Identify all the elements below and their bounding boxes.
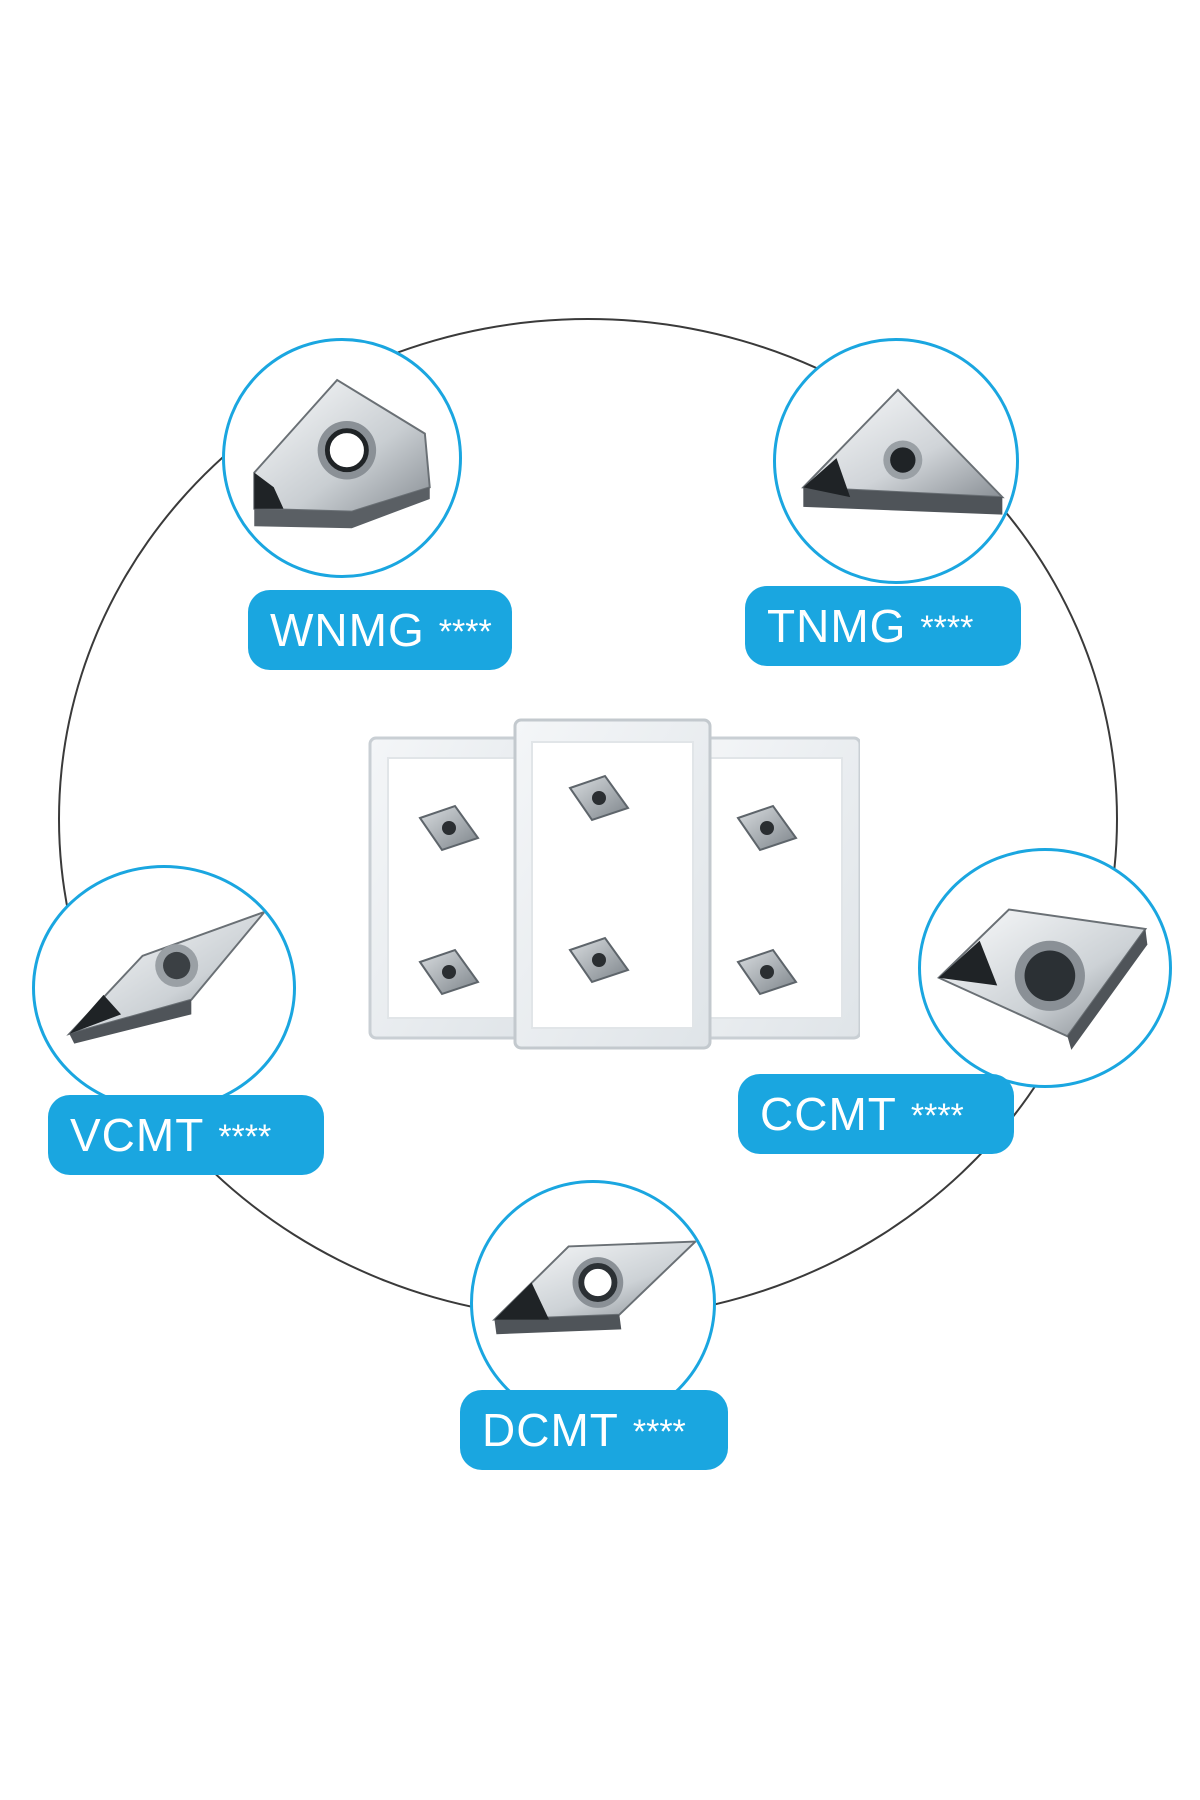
wnmg-bubble	[222, 338, 462, 578]
insert-code: TNMG	[767, 600, 907, 652]
dcmt-bubble	[470, 1180, 716, 1426]
triangle-insert-icon	[801, 388, 1005, 515]
insert-code: CCMT	[760, 1088, 897, 1140]
ccmt-label: CCMT ****	[738, 1074, 1014, 1154]
insert-boxes-icon	[360, 698, 862, 1058]
dcmt-label: DCMT ****	[460, 1390, 728, 1470]
insert-grade: ****	[218, 1117, 272, 1156]
insert-grade: ****	[632, 1412, 686, 1451]
d-diamond-insert-icon	[491, 1240, 698, 1335]
vcmt-bubble	[32, 865, 296, 1111]
c-rhombus-insert-icon	[937, 908, 1148, 1050]
trigon-insert-icon	[253, 378, 431, 529]
insert-grade: ****	[910, 1096, 964, 1135]
insert-code: WNMG	[270, 604, 425, 656]
v-diamond-insert-icon	[66, 909, 268, 1044]
insert-grade: ****	[438, 612, 492, 651]
tnmg-bubble	[773, 338, 1019, 584]
vcmt-label: VCMT ****	[48, 1095, 324, 1175]
ccmt-bubble	[918, 848, 1172, 1088]
insert-grade: ****	[920, 608, 974, 647]
tnmg-label: TNMG ****	[745, 586, 1021, 666]
insert-code: DCMT	[482, 1404, 619, 1456]
insert-code: VCMT	[70, 1109, 205, 1161]
wnmg-label: WNMG ****	[248, 590, 512, 670]
